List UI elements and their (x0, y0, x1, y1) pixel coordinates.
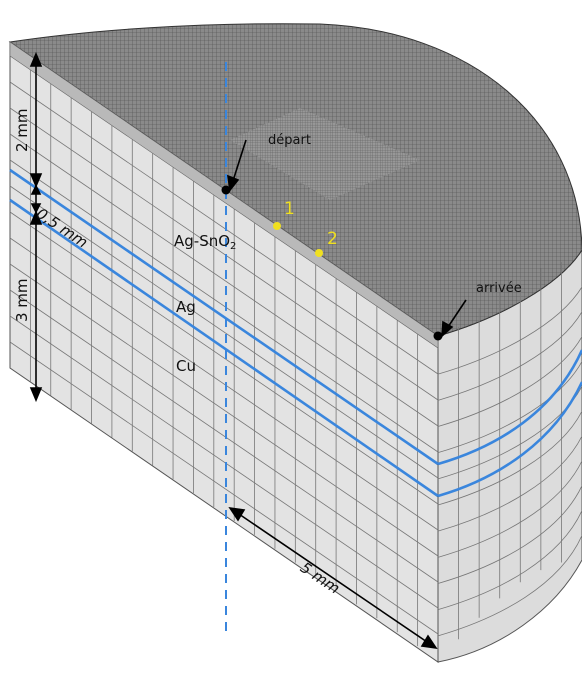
mesh-curve-row-line (437, 410, 582, 506)
mesh-row-line (9, 159, 439, 453)
layer-ag-label: Ag (176, 298, 196, 316)
mesh-curve-row-line (437, 286, 582, 375)
mesh-curve-row-line (437, 460, 582, 558)
mesh-row-line (9, 211, 439, 505)
mesh-curve-row-line (437, 485, 582, 584)
layer-agsno2-main: Ag-SnO (174, 232, 231, 250)
front-mesh-grid (9, 69, 439, 647)
layer-agsno2-label: Ag-SnO2 (174, 234, 236, 252)
boundary-agsno2-ag-curve (437, 349, 582, 466)
layer-cu-label: Cu (176, 357, 196, 375)
curved-mesh-grid (437, 262, 582, 640)
boundary-ag-cu (9, 198, 439, 498)
point-2-marker (315, 249, 323, 257)
mesh-curve-row-line (437, 336, 582, 427)
mesh-curve-row-line (437, 311, 582, 401)
depart-label: départ (268, 133, 311, 148)
arrivee-point (433, 331, 443, 341)
mesh-row-line (9, 341, 439, 635)
mesh-row-line (9, 81, 439, 375)
mesh-curve-row-line (437, 361, 582, 454)
boundary-ag-cu-curve (437, 381, 582, 498)
mesh-row-line (9, 315, 439, 609)
layer-agsno2-subscript: 2 (230, 241, 237, 252)
mesh-row-line (9, 289, 439, 583)
boundary-agsno2-ag (9, 168, 439, 466)
depart-point (221, 185, 231, 195)
top-center-refined (230, 108, 420, 200)
point-1-marker (273, 222, 281, 230)
dimension-arrows (29, 51, 467, 650)
surface-strip (9, 41, 439, 349)
point-2-label: 2 (327, 229, 338, 249)
mesh-row-line (9, 107, 439, 401)
top-surface (8, 23, 582, 337)
dim-2mm-label: 2 mm (13, 108, 31, 152)
mesh-curve-row-line (437, 535, 582, 637)
mesh-row-line (9, 263, 439, 557)
mesh-row-line (9, 185, 439, 479)
arrivee-label: arrivée (476, 281, 522, 296)
dim-3mm-label: 3 mm (13, 278, 31, 322)
point-1-label: 1 (284, 199, 295, 219)
mesh-row-line (9, 237, 439, 531)
mesh-row-line (9, 133, 439, 427)
mesh-curve-row-line (437, 510, 582, 611)
mesh-curve-row-line (437, 435, 582, 532)
